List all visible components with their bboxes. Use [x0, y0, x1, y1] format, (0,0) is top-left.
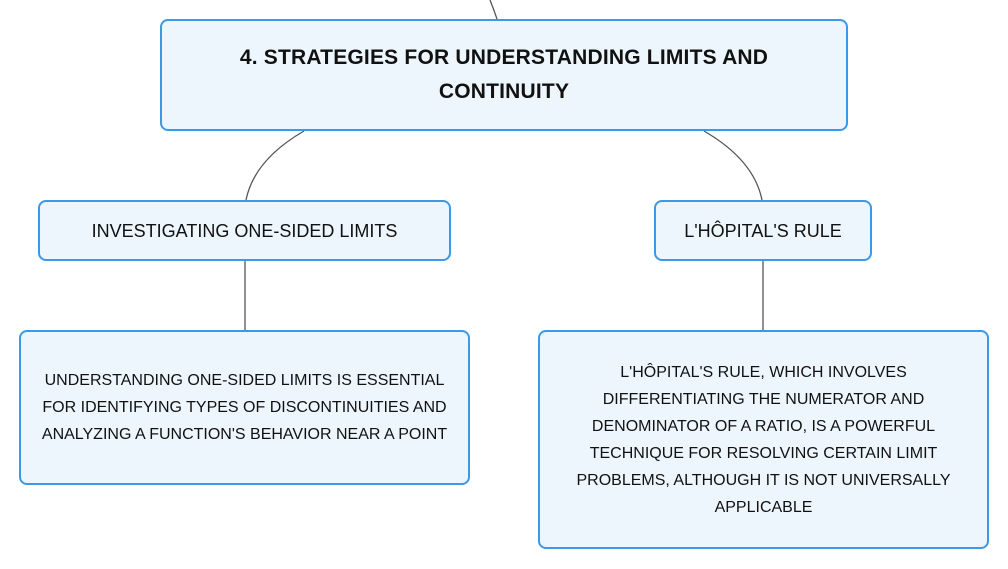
connector-parent-to-root	[489, 0, 498, 20]
root-topic-node[interactable]: 4. STRATEGIES FOR UNDERSTANDING LIMITS A…	[160, 19, 848, 131]
detail-text-one-sided-limits: UNDERSTANDING ONE-SIDED LIMITS IS ESSENT…	[41, 372, 448, 443]
topic-label-one-sided-limits: INVESTIGATING ONE-SIDED LIMITS	[91, 220, 398, 241]
connector-root-to-right-topic	[703, 130, 763, 201]
detail-text-lhopitals-rule: L'HÔPITAL'S RULE, WHICH INVOLVES DIFFERE…	[576, 363, 951, 516]
topic-label-lhopitals-rule: L'HÔPITAL'S RULE	[684, 220, 842, 241]
detail-node-one-sided-limits[interactable]: UNDERSTANDING ONE-SIDED LIMITS IS ESSENT…	[19, 330, 470, 485]
topic-node-one-sided-limits[interactable]: INVESTIGATING ONE-SIDED LIMITS	[38, 200, 451, 261]
topic-node-lhopitals-rule[interactable]: L'HÔPITAL'S RULE	[654, 200, 872, 261]
root-topic-label: 4. STRATEGIES FOR UNDERSTANDING LIMITS A…	[239, 46, 769, 103]
detail-node-lhopitals-rule[interactable]: L'HÔPITAL'S RULE, WHICH INVOLVES DIFFERE…	[538, 330, 989, 549]
connector-root-to-left-topic	[245, 130, 305, 201]
